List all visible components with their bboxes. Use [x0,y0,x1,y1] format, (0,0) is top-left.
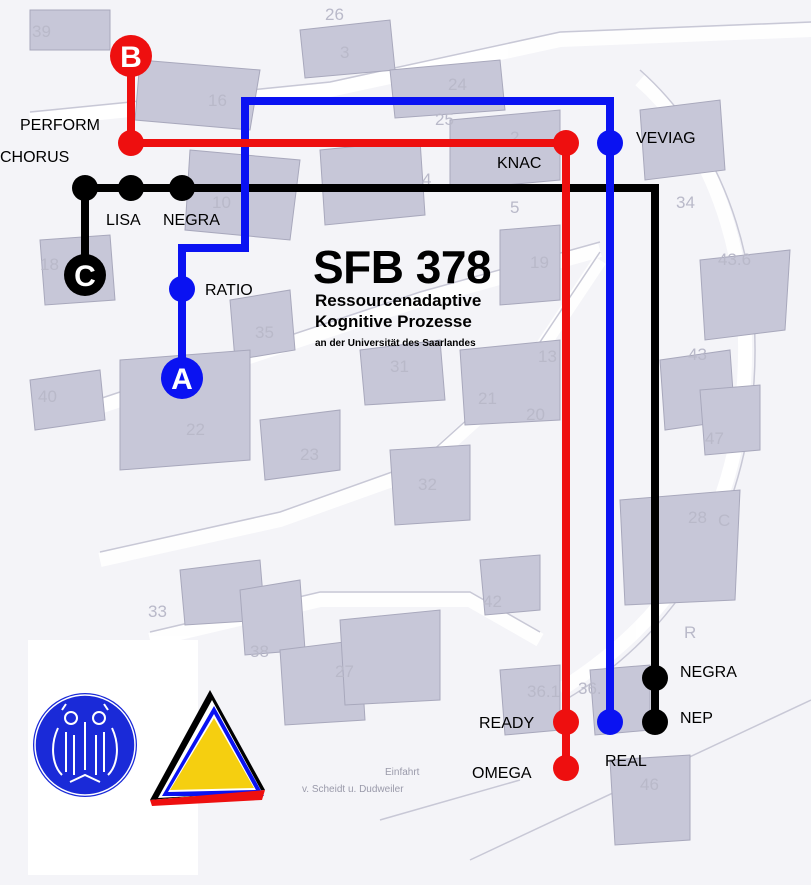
line-b-badge: B [120,41,142,74]
subtitle-line-1: Ressourcenadaptive [315,291,482,310]
building-number: 35 [255,323,274,342]
station-perform-dot[interactable] [118,130,144,156]
building-number: 20 [526,405,545,424]
university-seal-icon [33,693,137,797]
station-label-chorus[interactable]: CHORUS [0,149,70,166]
building-number: 43.6 [718,250,751,269]
station-label-veviag[interactable]: VEVIAG [636,130,696,147]
building-number: 23 [300,445,319,464]
subtitle-line-3: an der Universität des Saarlandes [315,338,476,349]
building-number: 34 [676,193,695,212]
building-number: 36. [578,679,602,698]
station-ratio-dot[interactable] [169,276,195,302]
line-a-route [178,97,614,722]
station-negra-bottom-dot[interactable] [642,665,668,691]
line-b-terminus[interactable] [110,35,152,77]
station-label-ready[interactable]: READY [479,715,535,732]
line-b: B [110,35,579,781]
building-number: 27 [335,662,354,681]
line-c-badge: C [74,260,96,293]
line-c: C [64,175,668,735]
building-number: 32 [418,475,437,494]
line-a-badge: A [171,363,193,396]
building-number: 47 [705,429,724,448]
entrance-label: Einfahrt [385,767,420,778]
building-number: 42 [483,592,502,611]
station-label-negra-top[interactable]: NEGRA [163,212,220,229]
building-number: 2 [510,128,519,147]
building-number: 3 [340,43,349,62]
subtitle-line-2: Kognitive Prozesse [315,312,472,331]
building-number: C [718,511,730,530]
building-number: 25 [435,110,454,129]
building-number: 4 [422,170,431,189]
building-number: 43 [688,345,707,364]
building-number: 10 [212,193,231,212]
building-number: 31 [390,357,409,376]
line-a: A [161,97,623,735]
station-knac-dot[interactable] [553,130,579,156]
station-label-omega[interactable]: OMEGA [472,765,532,782]
station-label-real[interactable]: REAL [605,753,647,770]
station-label-lisa[interactable]: LISA [106,212,141,229]
station-label-nep[interactable]: NEP [680,710,713,727]
line-a-terminus[interactable] [161,357,203,399]
street-label: v. Scheidt u. Dudweiler [302,784,404,795]
station-ready-dot[interactable] [553,709,579,735]
project-title: SFB 378 [313,241,492,293]
building-number: 19 [530,253,549,272]
building-number: 21 [478,389,497,408]
line-c-terminus[interactable] [64,254,106,296]
logo-area [28,640,265,875]
station-label-knac[interactable]: KNAC [497,155,542,172]
station-negra-top-dot[interactable] [169,175,195,201]
building-number: R [684,623,696,642]
line-b-route [127,58,570,768]
building-number: 13 [538,347,557,366]
building-number: 36.1 [527,682,560,701]
station-chorus-dot[interactable] [72,175,98,201]
station-lisa-dot[interactable] [118,175,144,201]
station-real-dot[interactable] [597,709,623,735]
building-number: 46 [640,775,659,794]
building-number: 18 [40,255,59,274]
building-number: 33 [148,602,167,621]
building-number: 5 [510,198,519,217]
line-c-route [81,184,659,722]
triangle-logo-icon [150,690,265,806]
station-label-negra-bottom[interactable]: NEGRA [680,664,737,681]
building-number: 26 [325,5,344,24]
building-numbers: 39 26 3 24 16 25 2 34 10 4 5 18 19 43.6 … [32,5,751,794]
station-omega-dot[interactable] [553,755,579,781]
building-number: 40 [38,387,57,406]
station-veviag-dot[interactable] [597,130,623,156]
station-nep-dot[interactable] [642,709,668,735]
station-label-ratio[interactable]: RATIO [205,282,253,299]
building-number: 16 [208,91,227,110]
building-number: 39 [32,22,51,41]
station-label-perform[interactable]: PERFORM [20,117,100,134]
building-number: 28 [688,508,707,527]
building-number: 22 [186,420,205,439]
building-number: 24 [448,75,467,94]
building-number: 38 [250,642,269,661]
